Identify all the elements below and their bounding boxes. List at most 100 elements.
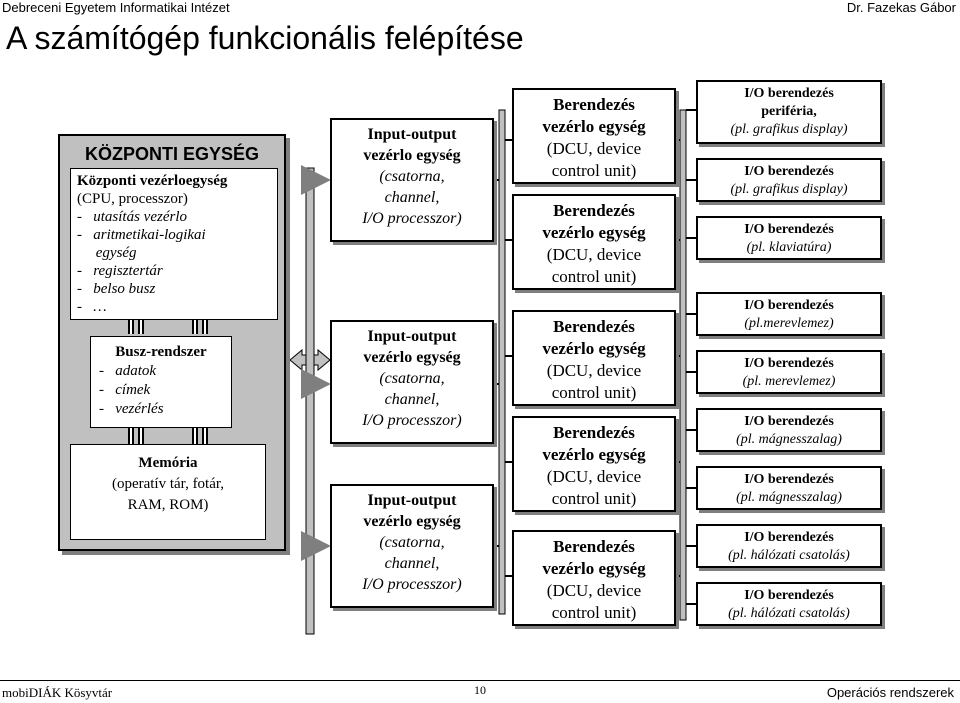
dcu-line: vezérlo egység: [542, 445, 646, 464]
control-unit-box: Központi vezérloegység (CPU, processzor)…: [70, 168, 278, 320]
control-unit-item: - belso busz: [77, 281, 156, 297]
bus-system-item: - címek: [99, 382, 151, 398]
io-device-example: (pl. hálózati csatolás): [728, 606, 850, 621]
io-device-heading: I/O berendezés: [744, 222, 834, 237]
iop-line: I/O processzor): [362, 210, 462, 227]
page-header: Debreceni Egyetem Informatikai Intézet D…: [0, 0, 960, 16]
io-device-heading: I/O berendezés: [744, 86, 834, 101]
iop-line: Input-output: [367, 492, 457, 509]
control-unit-item: egység: [77, 245, 137, 261]
control-unit-item: - aritmetikai-logikai: [77, 227, 206, 243]
memory-line: RAM, ROM): [127, 497, 209, 513]
control-unit-item: - …: [77, 299, 107, 315]
io-device-example: (pl. grafikus display): [730, 122, 848, 137]
device-control-unit-box: Berendezés vezérlo egység (DCU, device c…: [512, 310, 676, 406]
device-bus-line: [679, 109, 687, 621]
control-unit-heading: Központi vezérloegység: [77, 173, 228, 189]
dcu-line: vezérlo egység: [542, 339, 646, 358]
iop-line: I/O processzor): [362, 576, 462, 593]
dcu-line: Berendezés: [553, 537, 635, 556]
dcu-line: control unit): [551, 489, 637, 508]
io-device-box: I/O berendezés (pl.merevlemez): [696, 292, 882, 336]
dcu-line: (DCU, device: [546, 139, 642, 158]
io-processor-box: Input-output vezérlo egység (csatorna, c…: [330, 320, 494, 444]
iop-line: vezérlo egység: [363, 147, 461, 164]
io-device-heading: I/O berendezés: [744, 356, 834, 371]
footer-page-number: 10: [474, 683, 486, 697]
iop-line: channel,: [384, 189, 440, 206]
dcu-line: Berendezés: [553, 423, 635, 442]
io-device-example: (pl. mágnesszalag): [736, 432, 842, 447]
iop-line: (csatorna,: [379, 168, 445, 185]
page-footer: mobiDIÁK Kösyvtár 10 Operációs rendszere…: [0, 680, 960, 700]
io-device-heading: I/O berendezés: [744, 588, 834, 603]
dcu-line: Berendezés: [553, 317, 635, 336]
control-unit-item: - regisztertár: [77, 263, 163, 279]
io-device-heading: I/O berendezés: [744, 298, 834, 313]
dcu-line: vezérlo egység: [542, 559, 646, 578]
io-device-example: (pl. hálózati csatolás): [728, 548, 850, 563]
dcu-line: vezérlo egység: [542, 223, 646, 242]
footer-library: mobiDIÁK Kösyvtár: [2, 685, 113, 700]
io-device-heading: I/O berendezés: [744, 530, 834, 545]
bus-connector: [128, 428, 134, 444]
io-device-box: I/O berendezés (pl. grafikus display): [696, 158, 882, 202]
bus-system-item: - vezérlés: [99, 401, 164, 417]
bus-connector: [202, 428, 208, 444]
io-device-box: I/O berendezés periféria, (pl. grafikus …: [696, 80, 882, 144]
device-control-unit-box: Berendezés vezérlo egység (DCU, device c…: [512, 416, 676, 512]
dcu-line: control unit): [551, 603, 637, 622]
iop-line: (csatorna,: [379, 534, 445, 551]
dcu-line: control unit): [551, 161, 637, 180]
iop-line: Input-output: [367, 328, 457, 345]
control-unit-sub: (CPU, processzor): [77, 191, 188, 207]
io-device-example: (pl. mágnesszalag): [736, 490, 842, 505]
dcu-line: Berendezés: [553, 95, 635, 114]
io-device-box: I/O berendezés (pl. mágnesszalag): [696, 408, 882, 452]
io-device-example: (pl.merevlemez): [744, 316, 834, 331]
dcu-line: Berendezés: [553, 201, 635, 220]
device-control-unit-box: Berendezés vezérlo egység (DCU, device c…: [512, 530, 676, 626]
iop-line: channel,: [384, 391, 440, 408]
dcu-line: (DCU, device: [546, 361, 642, 380]
bus-connector: [128, 320, 134, 334]
device-control-unit-box: Berendezés vezérlo egység (DCU, device c…: [512, 88, 676, 184]
header-institute: Debreceni Egyetem Informatikai Intézet: [2, 0, 230, 15]
io-device-box: I/O berendezés (pl. hálózati csatolás): [696, 524, 882, 568]
bus-connector: [138, 320, 144, 334]
io-device-box: I/O berendezés (pl. klaviatúra): [696, 216, 882, 260]
control-unit-item: - utasítás vezérlo: [77, 209, 187, 225]
io-device-example: (pl. klaviatúra): [746, 240, 832, 255]
iop-line: I/O processzor): [362, 412, 462, 429]
system-bus-line: [305, 167, 315, 635]
bus-connector: [192, 320, 198, 334]
dcu-line: (DCU, device: [546, 581, 642, 600]
bus-system-item: - adatok: [99, 363, 157, 379]
footer-course: Operációs rendszerek: [826, 685, 954, 700]
iop-line: (csatorna,: [379, 370, 445, 387]
io-device-example: (pl. merevlemez): [742, 374, 836, 389]
dcu-line: vezérlo egység: [542, 117, 646, 136]
io-device-example: (pl. grafikus display): [730, 182, 848, 197]
io-device-box: I/O berendezés (pl. mágnesszalag): [696, 466, 882, 510]
iop-line: Input-output: [367, 126, 457, 143]
io-device-heading: I/O berendezés: [744, 164, 834, 179]
bus-system-box: Busz-rendszer - adatok - címek - vezérlé…: [90, 336, 232, 428]
dcu-line: control unit): [551, 383, 637, 402]
dcu-line: (DCU, device: [546, 467, 642, 486]
bus-connector: [192, 428, 198, 444]
io-device-heading: periféria,: [761, 104, 817, 119]
central-unit-box: KÖZPONTI EGYSÉG Központi vezérloegység (…: [58, 134, 286, 551]
bus-connector: [138, 428, 144, 444]
memory-heading: Memória: [138, 455, 198, 471]
iop-line: vezérlo egység: [363, 513, 461, 530]
device-control-unit-box: Berendezés vezérlo egység (DCU, device c…: [512, 194, 676, 290]
io-device-box: I/O berendezés (pl. merevlemez): [696, 350, 882, 394]
page-title: A számítógép funkcionális felépítése: [6, 20, 524, 56]
io-device-heading: I/O berendezés: [744, 472, 834, 487]
io-device-box: I/O berendezés (pl. hálózati csatolás): [696, 582, 882, 626]
bus-system-heading: Busz-rendszer: [115, 344, 207, 360]
dcu-line: control unit): [551, 267, 637, 286]
memory-box: Memória (operatív tár, fotár, RAM, ROM): [70, 444, 266, 540]
